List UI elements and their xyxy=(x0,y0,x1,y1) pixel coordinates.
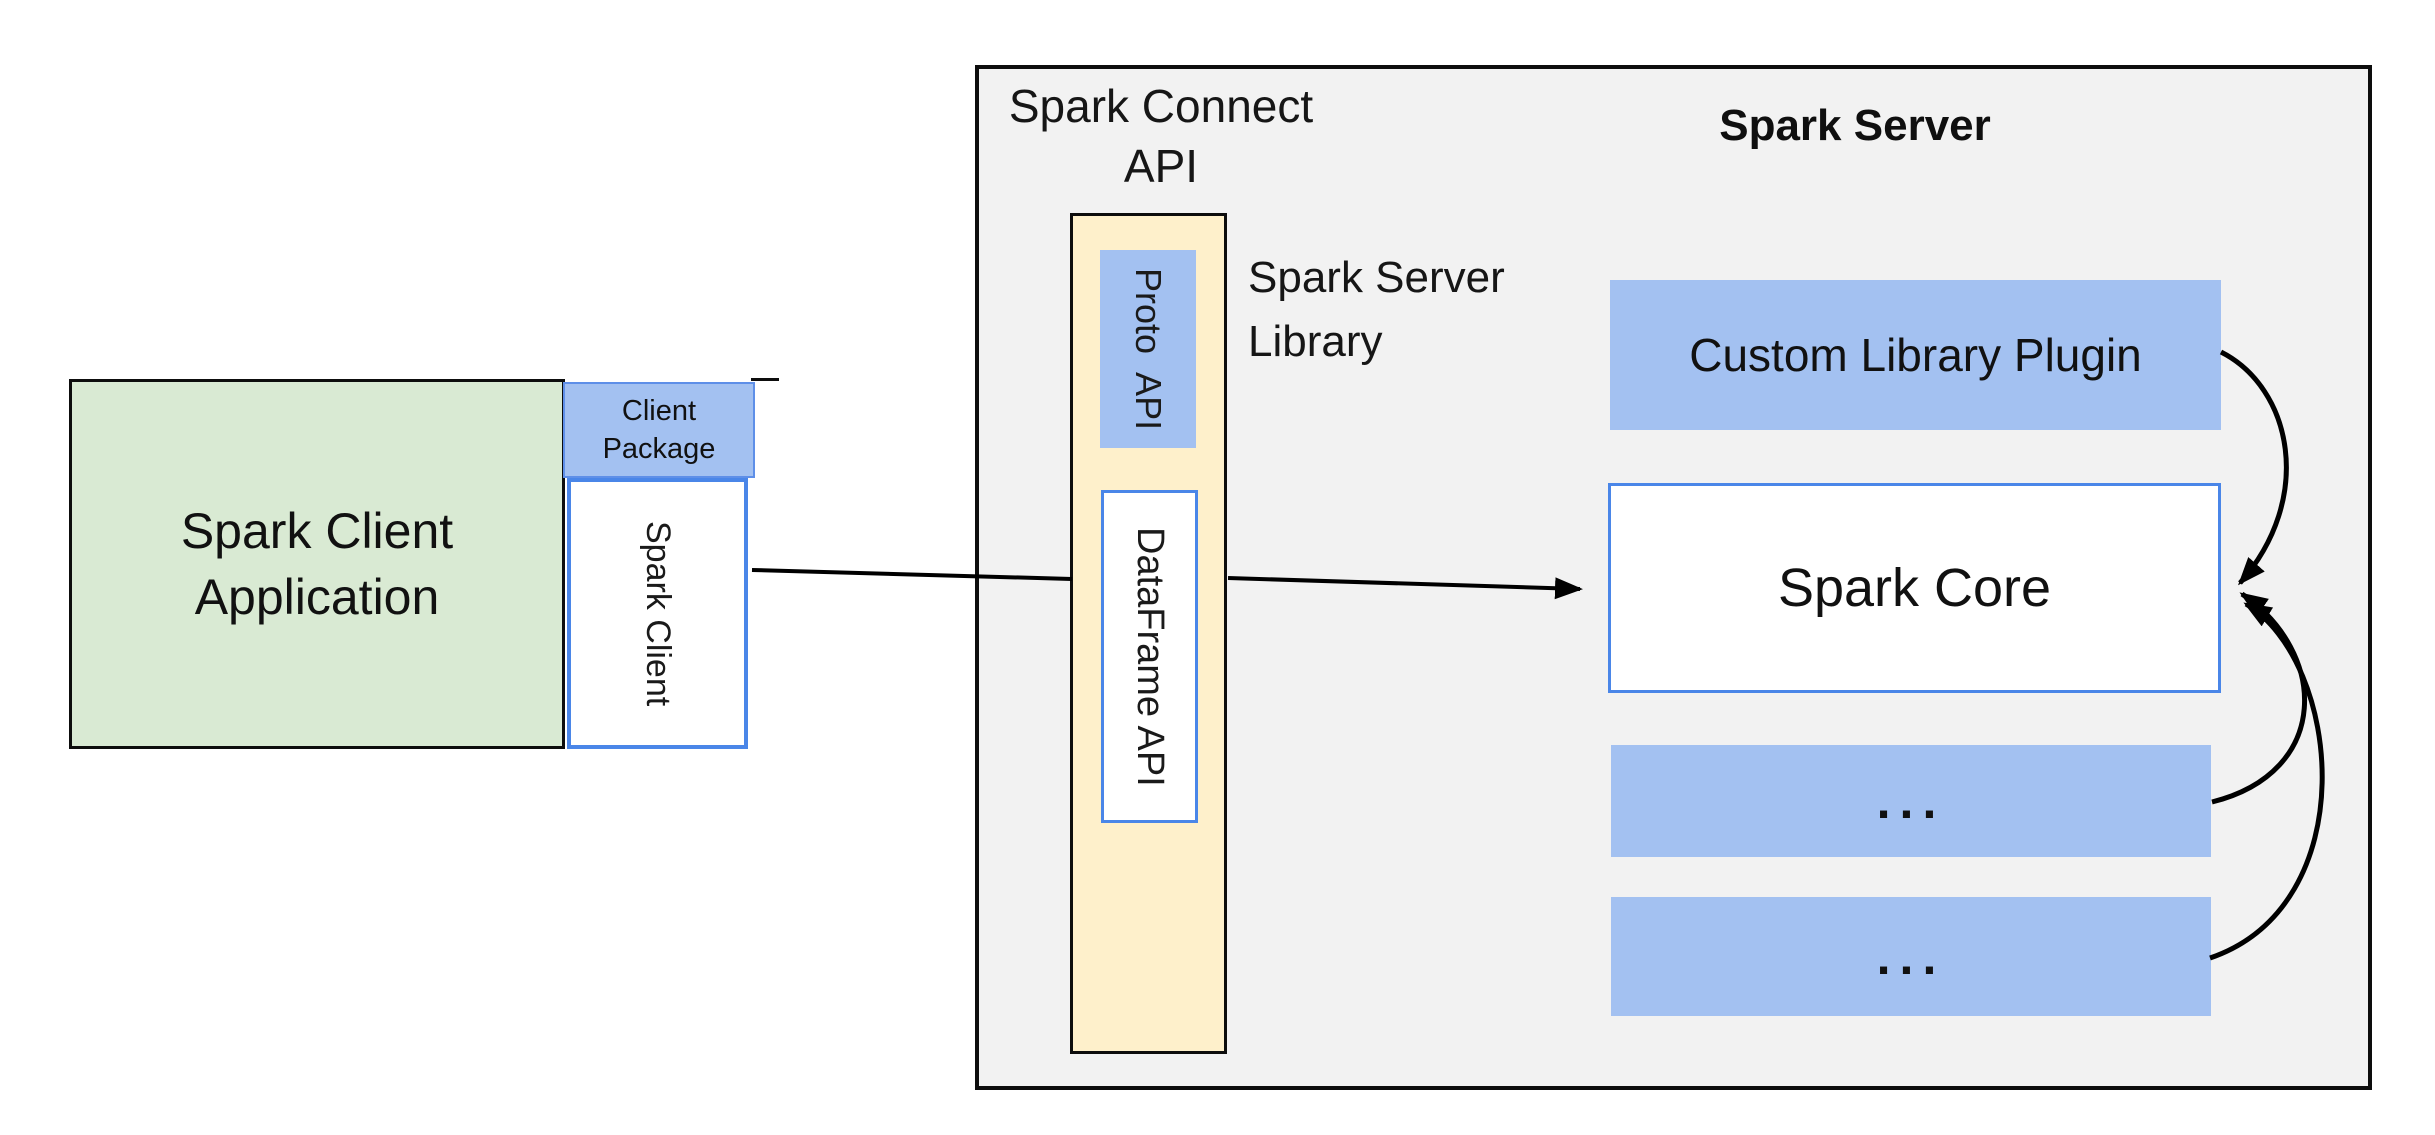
client-package-box: Client Package xyxy=(563,382,755,478)
custom-library-plugin-box: Custom Library Plugin xyxy=(1610,280,2221,430)
spark-connect-api-title: Spark Connect API xyxy=(911,76,1411,196)
spark-client-label: Spark Client xyxy=(639,520,677,707)
client-package-label-line2: Package xyxy=(602,433,716,465)
spark-client-application-label-line2: Application xyxy=(194,569,440,625)
ellipsis-box-1: ... xyxy=(1611,745,2211,857)
ellipsis-box-2: ... xyxy=(1611,897,2211,1016)
spark-server-library-label-line2: Library xyxy=(1248,317,1383,366)
custom-library-plugin-label: Custom Library Plugin xyxy=(1689,329,2142,381)
ellipsis-label-2: ... xyxy=(1876,928,1946,985)
ellipsis-label-1: ... xyxy=(1876,773,1946,829)
spark-client-box: Spark Client xyxy=(567,478,748,749)
dataframe-api-box: DataFrame API xyxy=(1101,490,1198,823)
spark-client-application-label-line1: Spark Client xyxy=(180,503,454,559)
client-package-label-line1: Client xyxy=(621,395,697,427)
spark-connect-api-title-line2: API xyxy=(1123,140,1199,192)
proto-api-box: Proto API xyxy=(1100,250,1196,448)
spark-server-title: Spark Server xyxy=(1719,101,1991,150)
client-box-border-tick xyxy=(751,378,779,381)
spark-client-application-box: Spark Client Application xyxy=(69,379,565,749)
spark-core-label: Spark Core xyxy=(1777,558,2052,618)
spark-connect-api-title-line1: Spark Connect xyxy=(1008,80,1314,132)
spark-server-library-label: Spark Server Library xyxy=(1248,246,1668,374)
spark-core-box: Spark Core xyxy=(1608,483,2221,693)
dataframe-api-label: DataFrame API xyxy=(1129,526,1171,787)
proto-api-label: Proto API xyxy=(1128,267,1169,431)
spark-server-library-label-line1: Spark Server xyxy=(1248,253,1505,302)
